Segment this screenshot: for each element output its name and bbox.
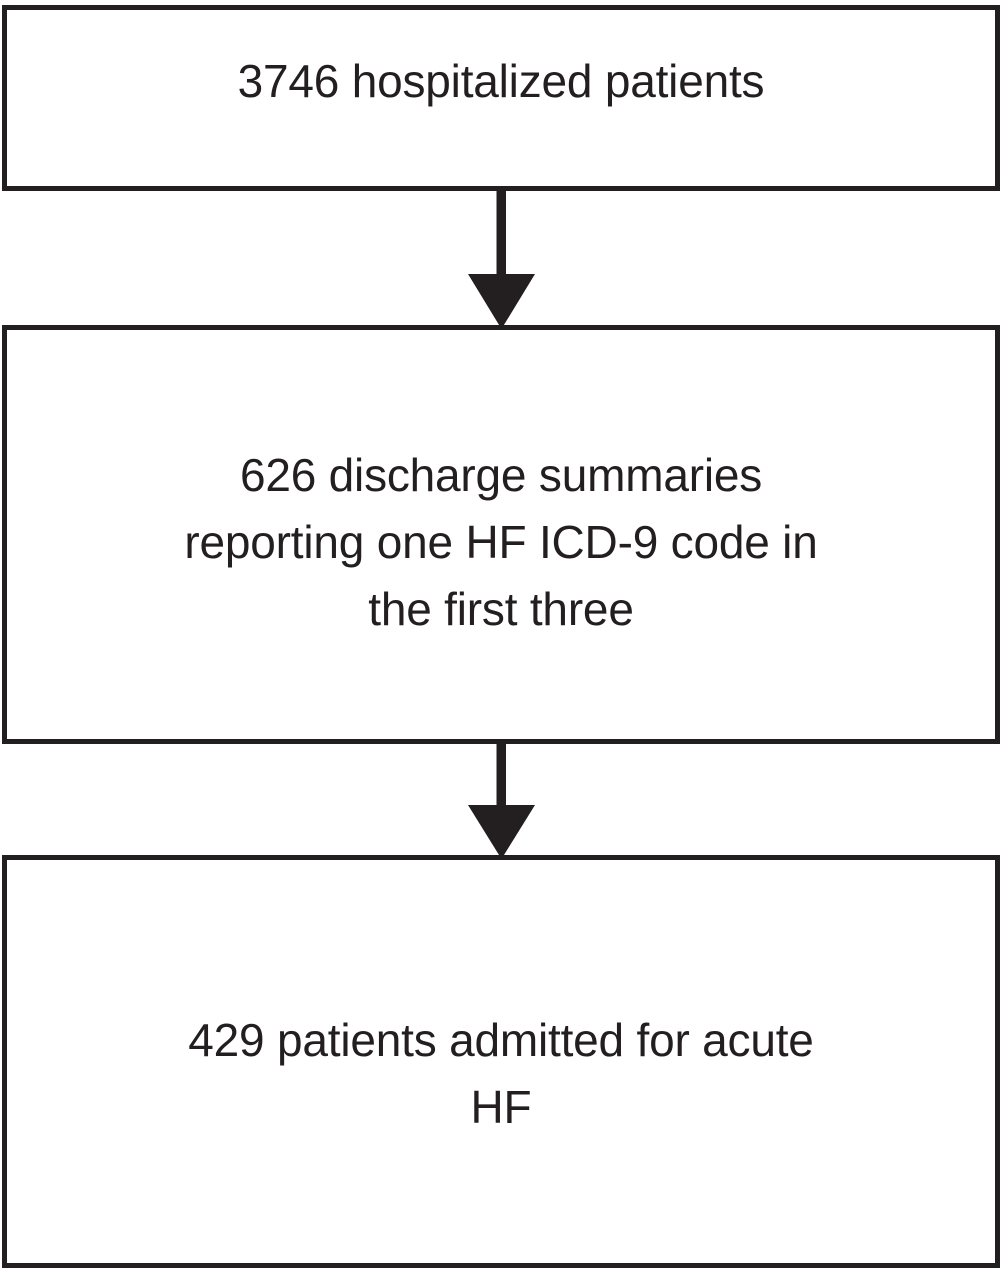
node-label-discharge-summaries: 626 discharge summaries reporting one HF… — [184, 449, 818, 635]
connector-arrow-down-1 — [0, 188, 1003, 330]
connector-arrow-down-2 — [0, 741, 1003, 860]
node-label-hospitalized-patients: 3746 hospitalized patients — [237, 55, 765, 107]
flowchart-node-acute-hf-patients: 429 patients admitted for acute HF — [2, 855, 1000, 1268]
node-label-acute-hf-patients: 429 patients admitted for acute HF — [188, 1014, 814, 1133]
flowchart-node-discharge-summaries: 626 discharge summaries reporting one HF… — [2, 325, 1000, 744]
flowchart-node-hospitalized-patients: 3746 hospitalized patients — [2, 5, 1000, 191]
